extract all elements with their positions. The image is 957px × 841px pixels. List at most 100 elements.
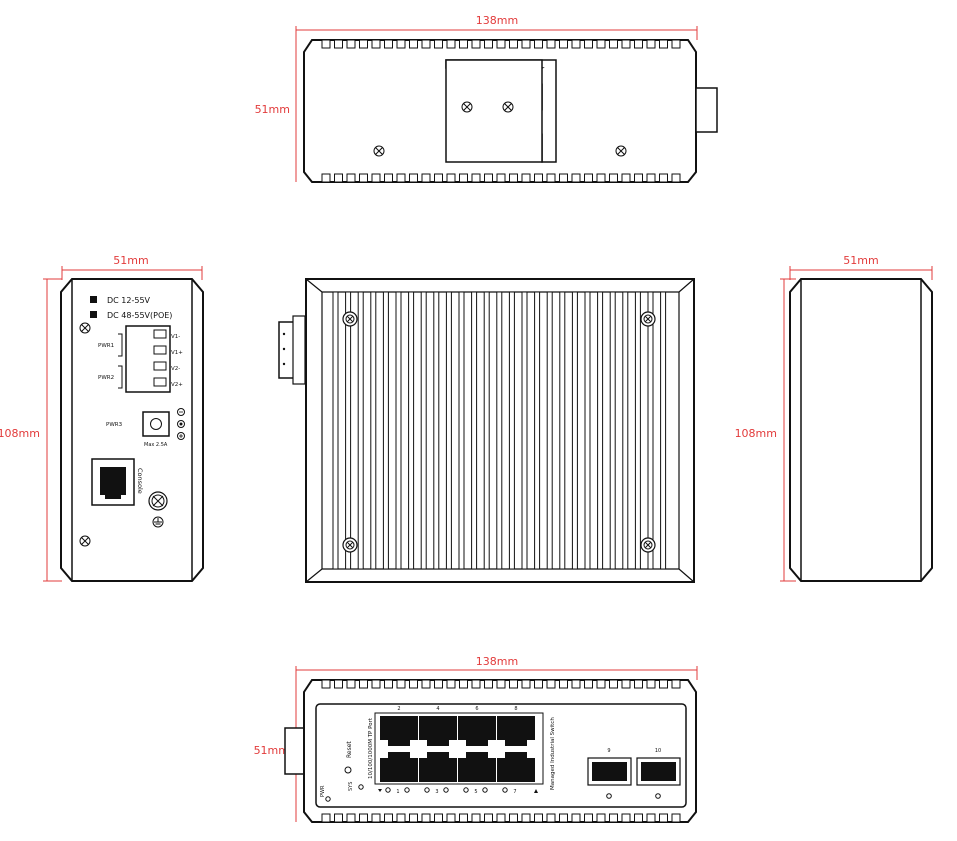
triangle-icon xyxy=(378,789,382,792)
fin xyxy=(571,813,581,823)
sys-led xyxy=(358,784,364,790)
rj45-port xyxy=(497,752,535,782)
fin xyxy=(521,39,531,49)
fin xyxy=(321,813,331,823)
rj45-port xyxy=(458,716,496,746)
rj45-port xyxy=(458,752,496,782)
screw-icon xyxy=(373,145,385,157)
fin xyxy=(584,39,593,49)
fin xyxy=(396,679,406,689)
heatsink-fin xyxy=(559,291,566,570)
fin xyxy=(409,39,418,49)
heatsink-fin xyxy=(345,291,352,570)
fin xyxy=(434,39,443,49)
fin xyxy=(371,173,381,183)
power-indicator-square xyxy=(90,311,97,318)
pwr-led-label: PWR xyxy=(320,785,326,797)
fin xyxy=(646,679,656,689)
top-view-connector-stub xyxy=(695,87,718,133)
fin xyxy=(371,679,381,689)
fin xyxy=(496,173,506,183)
fin xyxy=(346,173,356,183)
fin xyxy=(359,813,368,823)
port-led xyxy=(443,787,449,793)
fin xyxy=(659,813,668,823)
heatsink-fin xyxy=(597,291,604,570)
front-view-top-fins xyxy=(321,679,681,689)
pwr2-label: PWR2 xyxy=(98,375,114,381)
fin xyxy=(459,173,468,183)
fin xyxy=(509,813,518,823)
terminal-slot xyxy=(153,329,167,339)
fin xyxy=(359,39,368,49)
fin xyxy=(559,173,568,183)
fin xyxy=(496,813,506,823)
fin xyxy=(346,39,356,49)
sfp-number-label: 10 xyxy=(655,748,661,754)
pwr3-label: PWR3 xyxy=(106,422,123,428)
heatsink-fin xyxy=(433,291,440,570)
console-label: Console xyxy=(136,468,144,494)
rj45-port xyxy=(380,716,418,746)
fin xyxy=(334,173,343,183)
fin xyxy=(409,813,418,823)
sfp-slot-9 xyxy=(587,757,632,799)
heatsink-fin xyxy=(332,291,339,570)
fin xyxy=(571,679,581,689)
reset-label: Reset xyxy=(346,741,353,758)
fin xyxy=(459,679,468,689)
fin xyxy=(671,39,681,49)
fin xyxy=(671,813,681,823)
sfp-number-label: 9 xyxy=(607,748,610,754)
fin xyxy=(471,173,481,183)
fin xyxy=(496,39,506,49)
fin xyxy=(634,679,643,689)
connector-pin xyxy=(282,332,286,336)
fin xyxy=(534,39,543,49)
fin xyxy=(396,39,406,49)
port-number-label: 6 xyxy=(475,706,478,712)
port-led xyxy=(404,787,410,793)
heatsink-fin xyxy=(395,291,402,570)
screw-icon xyxy=(640,311,656,327)
heatsink-fin xyxy=(471,291,478,570)
fin xyxy=(659,679,668,689)
connector-pin xyxy=(282,347,286,351)
terminal-slot xyxy=(153,361,167,371)
fin xyxy=(621,679,631,689)
rj45-ports xyxy=(380,716,535,782)
screw-icon xyxy=(79,535,91,547)
port-number-label: 2 xyxy=(397,706,400,712)
fin xyxy=(621,173,631,183)
fin xyxy=(584,679,593,689)
rj45-port xyxy=(419,716,457,746)
heatsink-fin xyxy=(634,291,641,570)
fin xyxy=(671,679,681,689)
power-indicator-square xyxy=(90,296,97,303)
fin xyxy=(621,39,631,49)
heatsink-fin xyxy=(382,291,389,570)
fin xyxy=(521,173,531,183)
screw-icon xyxy=(640,537,656,553)
fin xyxy=(446,173,456,183)
heatsink-fin xyxy=(357,291,364,570)
fin xyxy=(471,679,481,689)
front-width-label: 138mm xyxy=(476,655,518,668)
fin xyxy=(384,813,393,823)
terminal-slot xyxy=(153,377,167,387)
heatsink-fin xyxy=(546,291,553,570)
heatsink-fin xyxy=(483,291,490,570)
port-led xyxy=(463,787,469,793)
port-led-row: 1 3 5 7 xyxy=(378,787,538,795)
front-height-label: 51mm xyxy=(254,744,289,757)
console-port-socket xyxy=(100,467,126,499)
screw-icon xyxy=(461,101,473,113)
heatsink-fin xyxy=(420,291,427,570)
heatsink-fin xyxy=(458,291,465,570)
port-led xyxy=(385,787,391,793)
fin xyxy=(421,679,431,689)
fin xyxy=(609,173,618,183)
fin xyxy=(471,39,481,49)
heatsink-fin xyxy=(609,291,616,570)
